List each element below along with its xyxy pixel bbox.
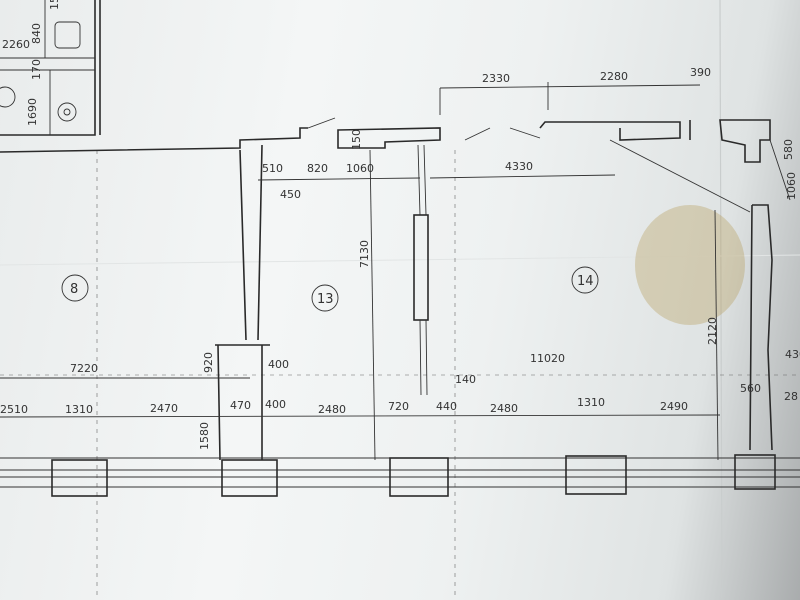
dimension-label: 1580	[198, 422, 211, 450]
dimension-label: 1060	[346, 162, 374, 175]
dimension-label: 7220	[70, 362, 98, 375]
paper-fold	[0, 254, 800, 266]
dimension-label: 140	[455, 373, 476, 386]
dimension-label: 390	[690, 66, 711, 79]
dimension-label: 720	[388, 400, 409, 413]
room-marker	[571, 266, 599, 294]
paper-fold	[719, 0, 723, 600]
dimension-label: 580	[782, 139, 795, 160]
dimension-label: 1060	[785, 172, 798, 200]
dimension-label: 510	[262, 162, 283, 175]
partition	[419, 319, 428, 396]
diagonal-line	[769, 139, 791, 201]
wall-8-13	[257, 144, 263, 341]
dimension-label: 7130	[358, 240, 371, 268]
dimension-label: 2280	[600, 70, 628, 83]
dimension-label: 400	[265, 398, 286, 411]
dimension-label: 2120	[706, 317, 719, 345]
dimension-label: 28	[784, 390, 798, 403]
dimension-label: 2470	[150, 402, 178, 415]
facade-band	[0, 454, 800, 497]
door-swings	[307, 117, 541, 141]
bathroom-block	[0, 0, 101, 136]
dimension-label: 4330	[505, 160, 533, 173]
partition	[417, 144, 427, 216]
dimension-label: 1310	[577, 396, 605, 409]
dimension-label: 150	[48, 0, 61, 10]
dimension-label: 400	[268, 358, 289, 371]
dimension-lines	[0, 82, 721, 461]
dimension-label: 2330	[482, 72, 510, 85]
partition-panel	[413, 214, 429, 321]
dimension-label: 430	[785, 348, 800, 361]
dimension-label: 1690	[26, 98, 39, 126]
dimension-label: 2480	[318, 403, 346, 416]
dimension-label: 170	[30, 59, 43, 80]
dimension-label: 2490	[660, 400, 688, 413]
room-number: 14	[577, 274, 594, 289]
dimension-label: 2480	[490, 402, 518, 415]
piers	[215, 344, 270, 461]
dimension-label: 2510	[0, 403, 28, 416]
dimension-label: 150	[350, 129, 363, 150]
room-number: 8	[70, 282, 78, 297]
water-stain	[635, 205, 745, 325]
wall-8-13	[239, 149, 247, 341]
dimension-label: 560	[740, 382, 761, 395]
right-wall	[749, 204, 773, 451]
dimension-label: 1310	[65, 403, 93, 416]
dimension-label: 450	[280, 188, 301, 201]
dimension-label: 11020	[530, 352, 565, 365]
dimension-label: 820	[307, 162, 328, 175]
room-marker	[311, 284, 339, 312]
dimension-label: 2260	[2, 38, 30, 51]
diagonal-door	[609, 139, 751, 213]
room-marker	[61, 274, 89, 302]
top-wall	[0, 119, 771, 163]
dimension-label: 470	[230, 399, 251, 412]
dimension-label: 840	[30, 23, 43, 44]
dimension-label: 920	[202, 352, 215, 373]
room-number: 13	[317, 292, 334, 307]
dimension-label: 440	[436, 400, 457, 413]
